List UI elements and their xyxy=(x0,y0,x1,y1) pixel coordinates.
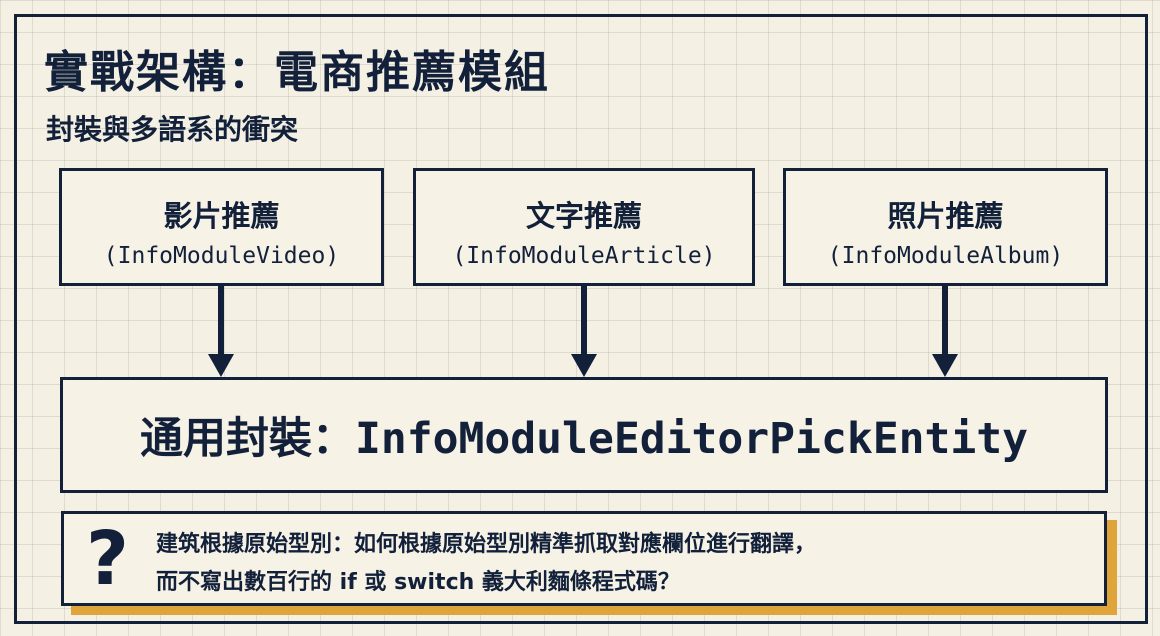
module-class-article: (InfoModuleArticle) xyxy=(452,243,716,269)
module-class-album: (InfoModuleAlbum) xyxy=(827,243,1064,269)
module-box-article: 文字推薦 (InfoModuleArticle) xyxy=(413,168,755,286)
entity-box: 通用封裝：InfoModuleEditorPickEntity xyxy=(60,377,1108,493)
question-text-line-2: 而不寫出數百行的 if 或 switch 義大利麵條程式碼？ xyxy=(156,570,680,595)
module-box-video: 影片推薦 (InfoModuleVideo) xyxy=(59,168,384,286)
outer-frame xyxy=(14,14,1148,624)
page-title: 實戰架構：電商推薦模組 xyxy=(44,47,550,98)
entity-title: 通用封裝：InfoModuleEditorPickEntity xyxy=(140,404,1028,466)
module-class-video: (InfoModuleVideo) xyxy=(103,243,340,269)
entity-label: 通用封裝： xyxy=(139,414,355,464)
question-text-line-1: 建筑根據原始型別：如何根據原始型別精準抓取對應欄位進行翻譯， xyxy=(156,532,817,557)
module-name-article: 文字推薦 xyxy=(525,199,642,233)
module-name-album: 照片推薦 xyxy=(887,199,1004,233)
arrow-head-album xyxy=(932,354,958,377)
module-box-album: 照片推薦 (InfoModuleAlbum) xyxy=(783,168,1108,286)
question-mark-icon: ? xyxy=(86,516,129,602)
question-box: ? 建筑根據原始型別：如何根據原始型別精準抓取對應欄位進行翻譯， 而不寫出數百行… xyxy=(61,511,1107,606)
page-subtitle: 封裝與多語系的衝突 xyxy=(46,113,299,146)
arrow-head-article xyxy=(571,354,597,377)
entity-class-name: InfoModuleEditorPickEntity xyxy=(354,414,1029,464)
arrow-head-video xyxy=(208,354,234,377)
module-name-video: 影片推薦 xyxy=(163,199,280,233)
